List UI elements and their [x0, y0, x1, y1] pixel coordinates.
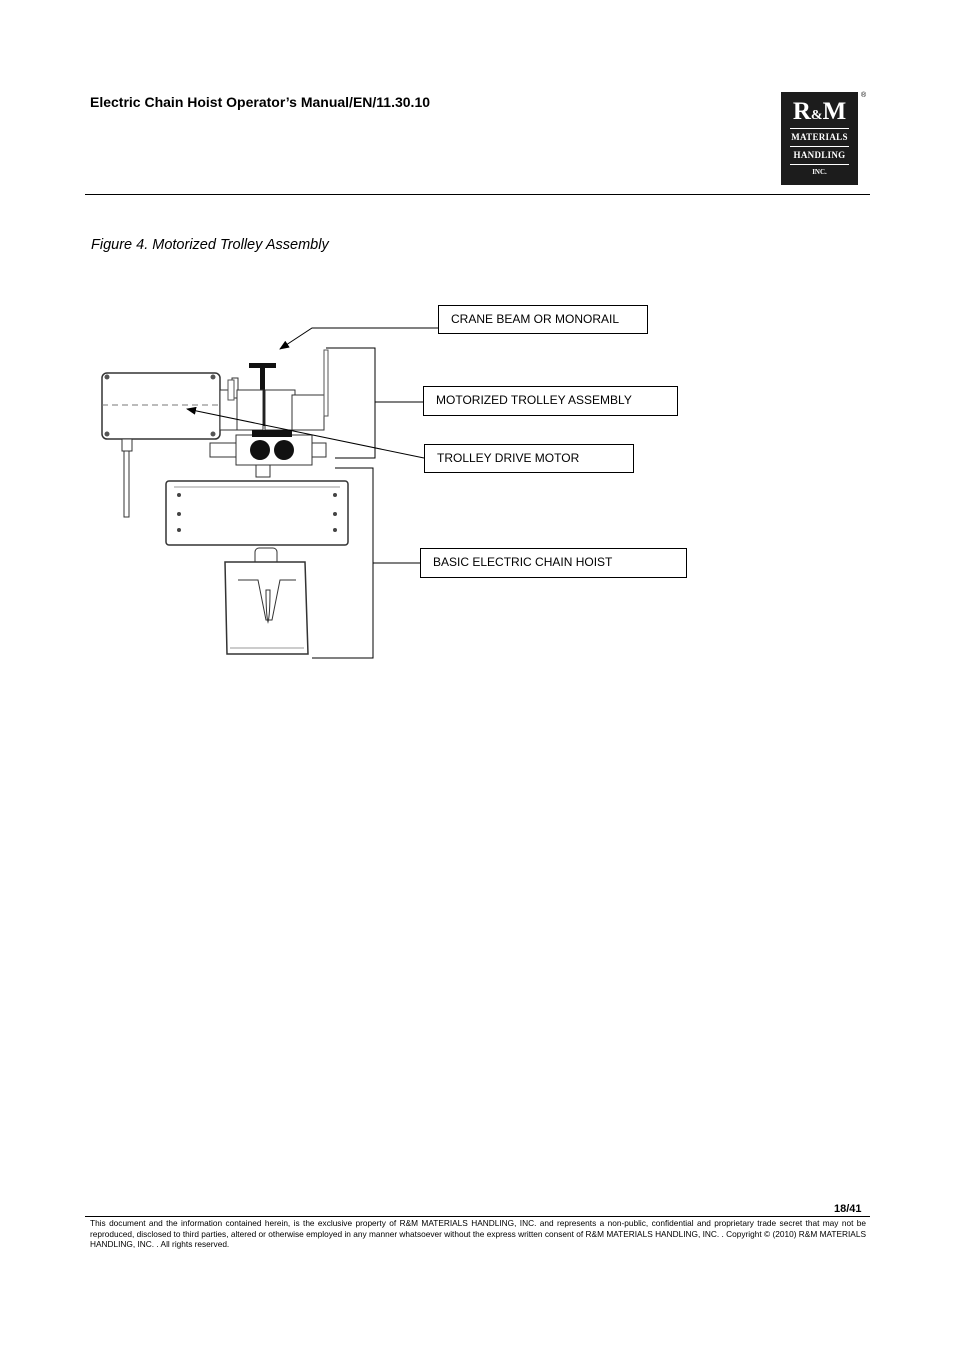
figure-caption: Figure 4. Motorized Trolley Assembly [91, 237, 329, 253]
trolley-body-drawing [209, 349, 329, 478]
header-divider [85, 194, 870, 195]
confidentiality-notice: This document and the information contai… [90, 1218, 866, 1249]
label-drive-motor: TROLLEY DRIVE MOTOR [424, 444, 634, 473]
logo-line-inc: INC. [812, 168, 827, 176]
hoist-drawing [101, 327, 438, 659]
trolley-bracket [326, 347, 376, 459]
trolley-assembly-diagram: CRANE BEAM OR MONORAIL MOTORIZED TROLLEY… [80, 290, 700, 690]
page-number: 18/41 [834, 1203, 862, 1215]
label-crane-beam: CRANE BEAM OR MONORAIL [438, 305, 648, 334]
footer-divider [85, 1216, 870, 1217]
label-chain-hoist: BASIC ELECTRIC CHAIN HOIST [420, 548, 687, 578]
registered-mark: ® [861, 92, 867, 99]
logo-rule [790, 164, 849, 165]
label-trolley-assembly: MOTORIZED TROLLEY ASSEMBLY [423, 386, 678, 416]
logo-wordmark: R&M [792, 98, 847, 125]
document-title: Electric Chain Hoist Operator’s Manual/E… [90, 94, 431, 110]
drive-motor-leader [186, 406, 425, 459]
logo-line-handling: HANDLING [793, 150, 846, 160]
crane-beam-leader [279, 327, 438, 350]
company-logo: R&M MATERIALS HANDLING INC. [781, 92, 858, 185]
drive-motor-drawing [101, 372, 255, 518]
logo-line-materials: MATERIALS [791, 132, 848, 142]
chain-hoist-drawing [165, 480, 349, 655]
logo-rule [790, 128, 849, 129]
logo-rule [790, 146, 849, 147]
